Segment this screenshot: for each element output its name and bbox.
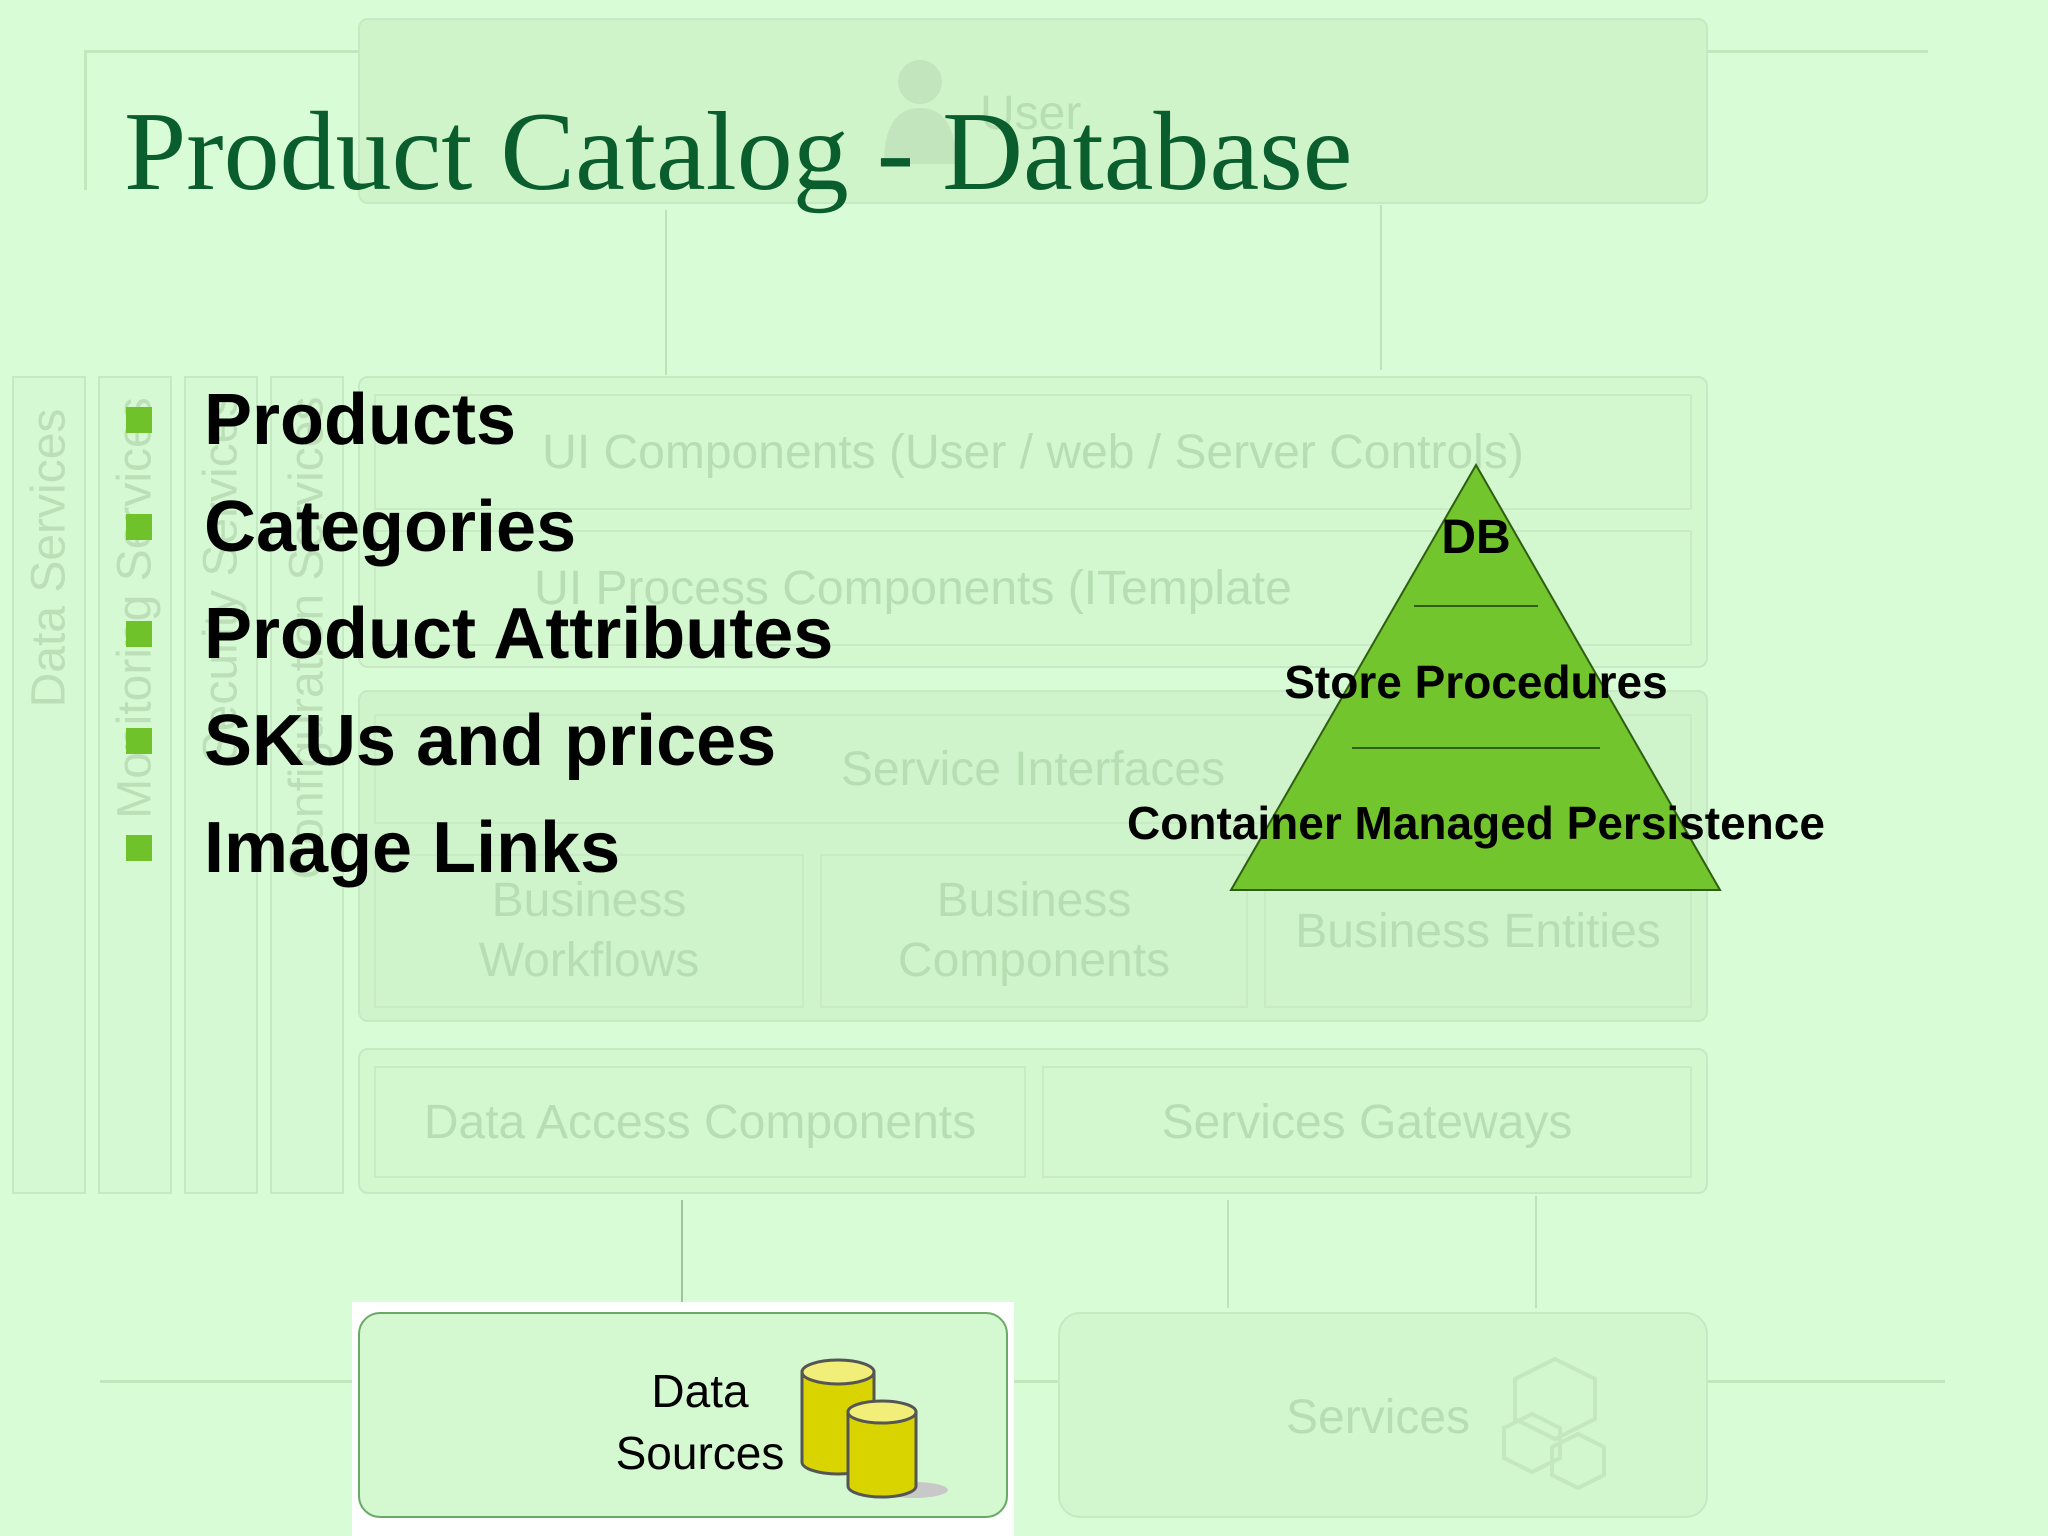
arrow-gateways-to-services-2 <box>1535 1196 1537 1308</box>
business-entities-label: Business Entities <box>1295 904 1661 958</box>
list-item: Product Attributes <box>126 580 833 687</box>
list-item: SKUs and prices <box>126 687 833 794</box>
security-services-column: Security Services <box>184 376 258 1194</box>
arrow-ui-to-user <box>665 210 667 375</box>
pyramid-diagram <box>1229 462 1722 891</box>
bullet-text: Categories <box>204 486 577 567</box>
bullet-text: Image Links <box>204 807 621 888</box>
list-item: Products <box>126 366 833 473</box>
hexagon-cluster-icon <box>1502 1356 1606 1491</box>
user-label: User <box>980 87 1082 140</box>
service-interfaces-box: Service Interfaces <box>374 714 1692 824</box>
data-access-label: Data Access Components <box>423 1095 977 1149</box>
pyramid-level-cmp: Container Managed Persistence <box>1127 797 1825 849</box>
bullet-text: SKUs and prices <box>204 700 777 781</box>
business-workflows-label: Business Workflows <box>478 874 700 987</box>
pyramid-level-db: DB <box>1441 511 1511 564</box>
page-title: Product Catalog - Database <box>124 90 1353 214</box>
bullet-square-icon <box>126 834 152 861</box>
monitoring-services-column: Monitoring Services <box>98 376 172 1194</box>
services-box: Services <box>1058 1312 1708 1518</box>
data-services-column: Data Services <box>12 376 86 1194</box>
bullet-text: Product Attributes <box>204 593 834 674</box>
ui-components-box: UI Components (User / web / Server Contr… <box>374 394 1692 510</box>
arrow-user-to-ui <box>1380 205 1382 370</box>
bullet-square-icon <box>126 406 152 433</box>
bullet-text: Products <box>204 379 517 460</box>
data-sources-label: Data Sources <box>615 1365 785 1479</box>
services-gateways-box: Services Gateways <box>1042 1066 1692 1178</box>
bullet-list: Products Categories Product Attributes S… <box>126 366 833 901</box>
bullet-square-icon <box>126 513 152 540</box>
business-workflows-box: Business Workflows <box>374 854 804 1008</box>
business-components-label: Business Components <box>897 874 1171 987</box>
business-components-box: Business Components <box>820 854 1248 1008</box>
data-access-box: Data Access Components <box>374 1066 1026 1178</box>
services-label: Services <box>1286 1391 1471 1444</box>
ui-components-label: UI Components (User / web / Server Contr… <box>542 425 1524 479</box>
service-interfaces-label: Service Interfaces <box>840 742 1226 796</box>
arrow-gateways-to-services-1 <box>1227 1200 1229 1308</box>
pyramid-level-store-procedures: Store Procedures <box>1284 656 1668 708</box>
user-icon <box>884 60 956 164</box>
list-item: Image Links <box>126 794 833 901</box>
arrow-data-access-to-sources <box>681 1200 683 1308</box>
data-services-label: Data Services <box>22 408 76 708</box>
ui-process-box: UI Process Components (ITemplate <box>374 530 1692 646</box>
bullet-square-icon <box>126 727 152 754</box>
ui-process-label: UI Process Components (ITemplate <box>534 561 1292 615</box>
pyramid-triangle <box>1229 462 1722 891</box>
configuration-services-column: Configuration Services <box>270 376 344 1194</box>
frame-left-line <box>84 50 87 190</box>
services-gateways-label: Services Gateways <box>1161 1095 1573 1149</box>
list-item: Categories <box>126 473 833 580</box>
data-sources-box: Data Sources <box>358 1312 1008 1518</box>
data-layer: Data Access Components Services Gateways <box>358 1048 1708 1194</box>
user-box: User <box>358 18 1708 204</box>
frame-bottom-line <box>100 1380 1945 1383</box>
bullet-square-icon <box>126 620 152 647</box>
database-icon <box>800 1358 948 1499</box>
